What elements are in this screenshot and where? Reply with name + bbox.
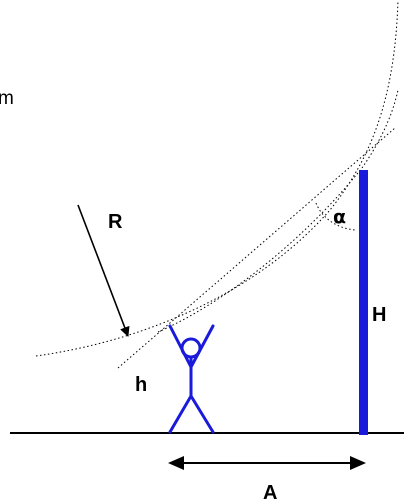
person-legs xyxy=(168,393,215,434)
rolling-sphere-arc xyxy=(35,0,399,357)
label-person-height: h xyxy=(135,374,147,396)
label-angle: α xyxy=(333,206,346,228)
angle-arc xyxy=(315,202,356,231)
person-arms xyxy=(168,324,215,371)
clipped-text: m xyxy=(0,88,14,109)
person-figure xyxy=(168,324,215,434)
mast xyxy=(359,170,368,435)
label-mast-height: H xyxy=(372,304,386,326)
distance-arrow-left-head xyxy=(168,456,184,470)
distance-arrow-right-head xyxy=(350,456,366,470)
tangent-line xyxy=(117,127,396,369)
protection-zone-arc xyxy=(157,89,399,333)
label-radius: R xyxy=(108,211,123,233)
label-distance: A xyxy=(263,482,277,502)
radius-arrow xyxy=(77,204,130,337)
